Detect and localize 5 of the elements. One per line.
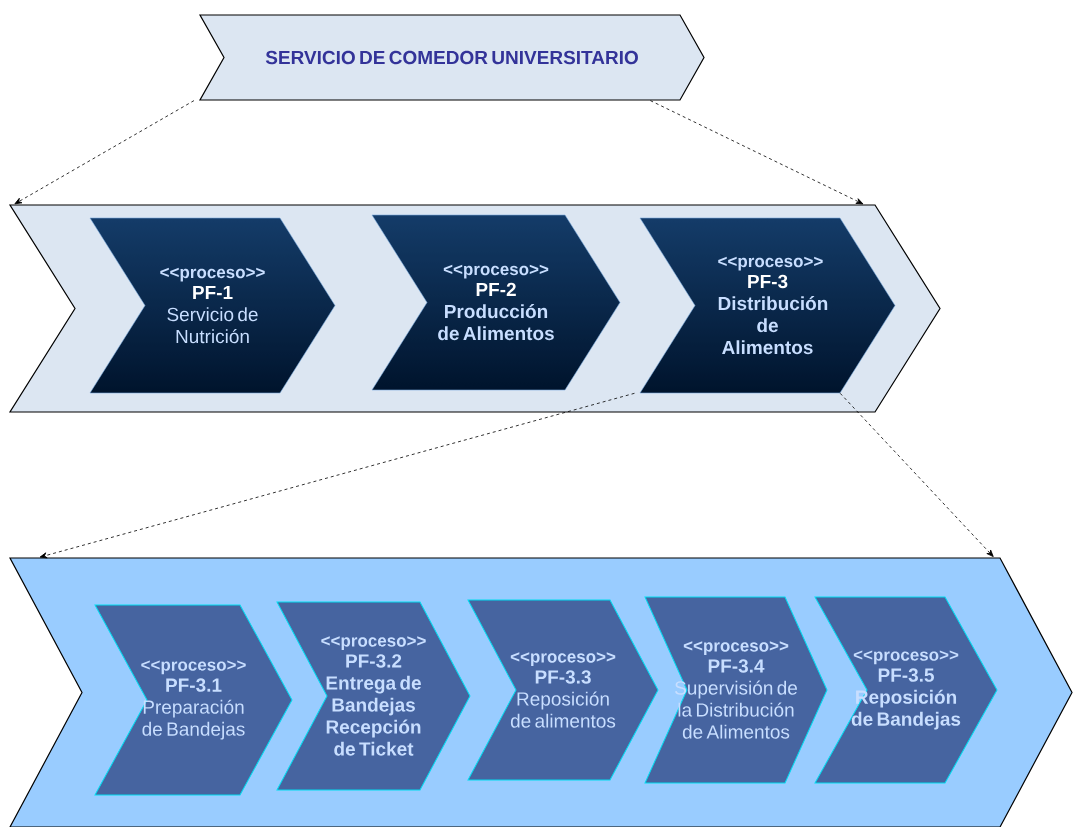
dashed-arrow bbox=[39, 392, 635, 559]
dashed-arrow bbox=[839, 392, 994, 557]
dashed-arrow bbox=[14, 100, 195, 205]
title-banner: SERVICIO DE COMEDOR UNIVERSITARIO bbox=[199, 14, 705, 101]
dashed-arrow bbox=[649, 100, 864, 205]
